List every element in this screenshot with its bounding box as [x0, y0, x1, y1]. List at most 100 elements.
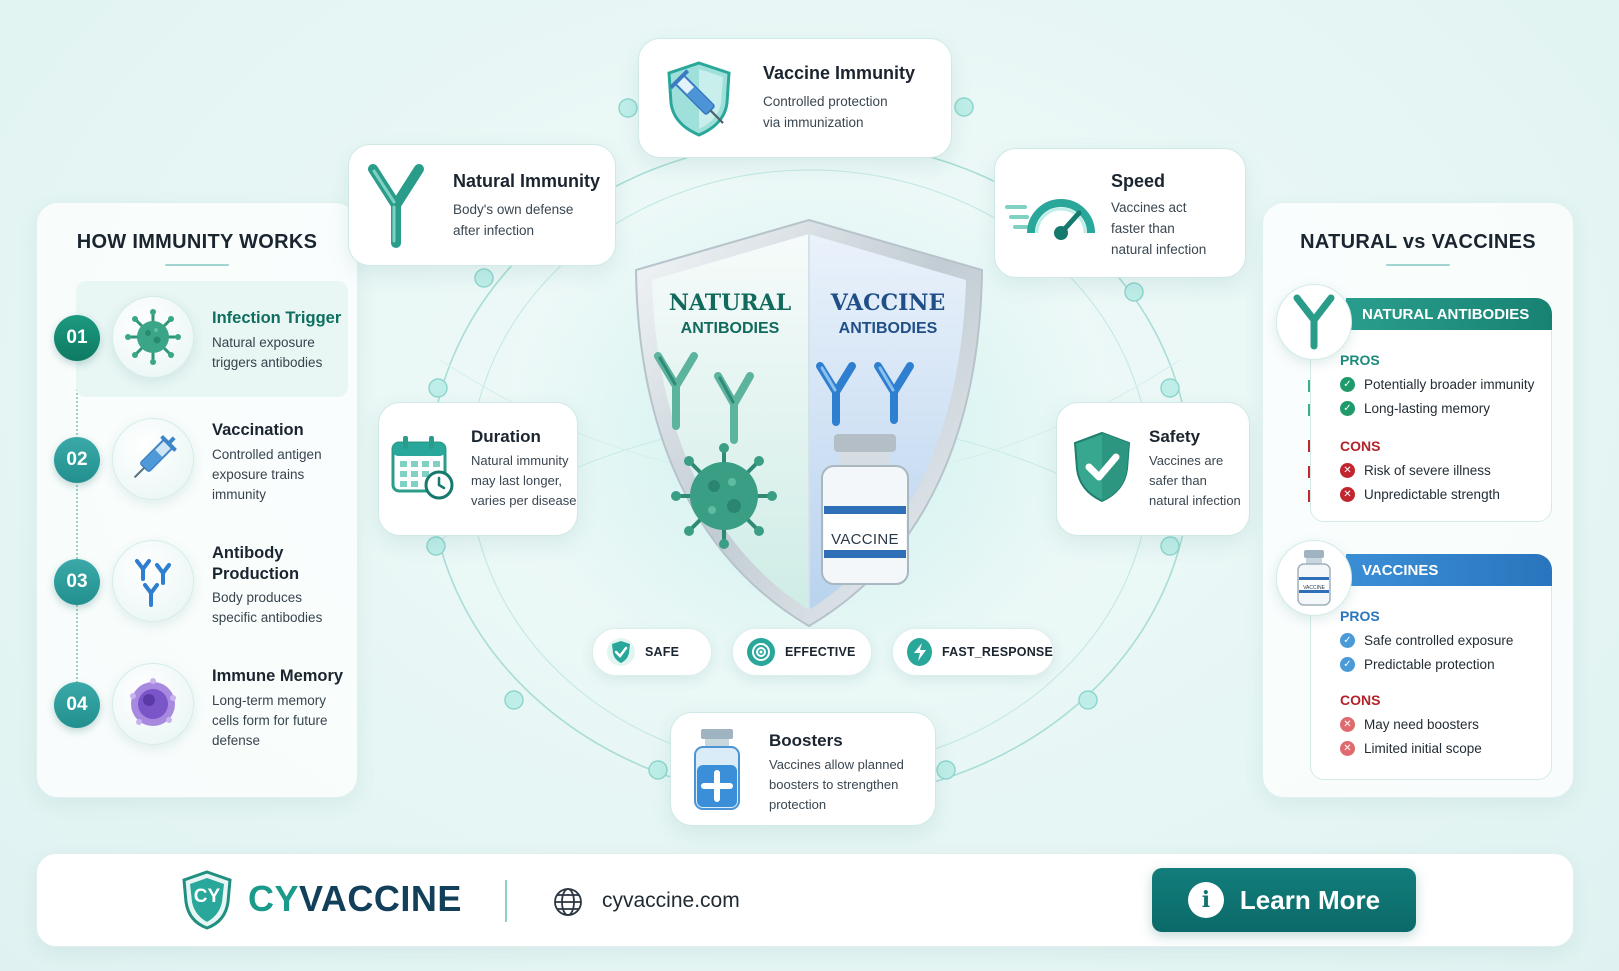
con-item: ✕Unpredictable strength [1340, 487, 1500, 502]
step-number: 04 [54, 682, 100, 728]
vaccines-cons-label: CONS [1340, 692, 1381, 708]
antibodies-icon [112, 540, 194, 622]
check-icon: ✓ [1340, 401, 1355, 416]
step-title: Antibody Production [212, 544, 300, 583]
shield-right-sub: ANTIBODIES [838, 320, 938, 337]
website-link[interactable]: cyvaccine.com [602, 889, 740, 912]
safety-card[interactable]: Safety Vaccines are safer than natural i… [1056, 402, 1250, 536]
vial-label: VACCINE [831, 531, 899, 548]
boosters-card[interactable]: Boosters Vaccines allow planned boosters… [670, 712, 936, 826]
check-icon: ✓ [1340, 657, 1355, 672]
card-desc: Vaccines allow planned boosters to stren… [769, 757, 904, 812]
card-title: Natural Immunity [453, 171, 601, 191]
marker-line [1308, 404, 1310, 416]
natural-immunity-card[interactable]: Natural Immunity Body's own defense afte… [348, 144, 616, 266]
brand-logo-mark: CY [193, 886, 221, 907]
shield-check-icon [1073, 431, 1131, 503]
panel-title: NATURAL vs VACCINES [1300, 231, 1536, 253]
card-desc: Vaccines act faster than natural infecti… [1111, 200, 1207, 257]
natural-cons-label: CONS [1340, 438, 1381, 454]
x-icon: ✕ [1340, 463, 1355, 478]
memory-cell-icon [112, 663, 194, 745]
marker-line [1308, 466, 1310, 478]
lightning-icon [907, 638, 933, 666]
timeline-line [76, 362, 78, 702]
card-desc: Natural immunity may last longer, varies… [471, 453, 577, 508]
step-desc: Long-term memory cells form for future d… [212, 693, 328, 748]
card-desc: Controlled protection via immunization [763, 94, 888, 130]
step-number: 03 [54, 559, 100, 605]
badge-label: EFFECTIVE [785, 645, 856, 659]
panel-title: HOW IMMUNITY WORKS [76, 231, 318, 253]
pro-item: ✓Potentially broader immunity [1340, 377, 1534, 392]
antibody-icon [1276, 284, 1352, 360]
card-desc: Vaccines are safer than natural infectio… [1149, 453, 1241, 508]
vaccine-immunity-card[interactable]: Vaccine Immunity Controlled protection v… [638, 38, 952, 158]
step-title: Immune Memory [212, 667, 344, 685]
step-title: Vaccination [212, 421, 304, 439]
pro-item: ✓Predictable protection [1340, 657, 1495, 672]
vial-icon [1276, 540, 1352, 616]
speed-card[interactable]: Speed Vaccines act faster than natural i… [994, 148, 1246, 278]
duration-card[interactable]: Duration Natural immunity may last longe… [378, 402, 578, 536]
brand-name: CYVACCINE [248, 878, 462, 920]
x-icon: ✕ [1340, 487, 1355, 502]
natural-header: NATURAL ANTIBODIES [1346, 298, 1552, 330]
con-item: ✕Risk of severe illness [1340, 463, 1491, 478]
vaccines-pros-label: PROS [1340, 608, 1380, 624]
marker-line [1308, 380, 1310, 392]
vial-mini-label: VACCINE [1303, 585, 1325, 591]
footer-divider [505, 880, 507, 922]
step-title: Infection Trigger [212, 309, 342, 327]
brand-shield-logo [182, 870, 232, 930]
shield-syringe-icon [667, 61, 731, 137]
effective-badge: EFFECTIVE [732, 628, 872, 676]
speedometer-icon [1005, 199, 1095, 240]
pro-item: ✓Safe controlled exposure [1340, 633, 1513, 648]
x-icon: ✕ [1340, 717, 1355, 732]
natural-pros-label: PROS [1340, 352, 1380, 368]
vaccines-header: VACCINES [1346, 554, 1552, 586]
step-number: 02 [54, 437, 100, 483]
x-icon: ✕ [1340, 741, 1355, 756]
title-underline [165, 264, 229, 266]
check-icon: ✓ [1340, 633, 1355, 648]
card-title: Speed [1111, 171, 1166, 191]
con-item: ✕Limited initial scope [1340, 741, 1482, 756]
title-underline [1386, 264, 1450, 266]
fast-response-badge: FAST_RESPONSE [892, 628, 1054, 676]
shield-left-sub: ANTIBODIES [680, 320, 780, 337]
shield-left-title: NATURAL [668, 290, 792, 316]
globe-icon [554, 888, 582, 916]
con-item: ✕May need boosters [1340, 717, 1479, 732]
card-title: Vaccine Immunity [763, 63, 916, 83]
learn-more-label: Learn More [1239, 884, 1381, 915]
safe-badge: SAFE [592, 628, 712, 676]
central-shield [634, 218, 984, 628]
vial-plus-icon [694, 729, 740, 810]
info-icon: i [1187, 882, 1224, 918]
card-title: Duration [471, 427, 541, 446]
step-desc: Natural exposure triggers antibodies [212, 335, 323, 370]
card-title: Boosters [769, 731, 843, 750]
badge-label: SAFE [645, 645, 680, 659]
step-desc: Body produces specific antibodies [212, 590, 323, 625]
learn-more-button[interactable]: i Learn More [1152, 868, 1416, 932]
brand-rest: VACCINE [299, 878, 462, 919]
pro-item: ✓Long-lasting memory [1340, 401, 1490, 416]
marker-line [1308, 490, 1310, 502]
target-icon [747, 638, 775, 666]
step-desc: Controlled antigen exposure trains immun… [212, 447, 322, 502]
card-title: Safety [1149, 427, 1201, 446]
shield-right-title: VACCINE [830, 290, 946, 316]
calendar-clock-icon [391, 436, 454, 500]
virus-icon [112, 296, 194, 378]
marker-line [1308, 440, 1310, 452]
ring-nodes [426, 97, 1180, 780]
antibody-icon [368, 164, 424, 248]
card-desc: Body's own defense after infection [453, 202, 574, 238]
syringe-icon [112, 418, 194, 500]
brand-cy: CY [248, 878, 300, 919]
check-icon: ✓ [1340, 377, 1355, 392]
badge-label: FAST_RESPONSE [942, 645, 1053, 659]
